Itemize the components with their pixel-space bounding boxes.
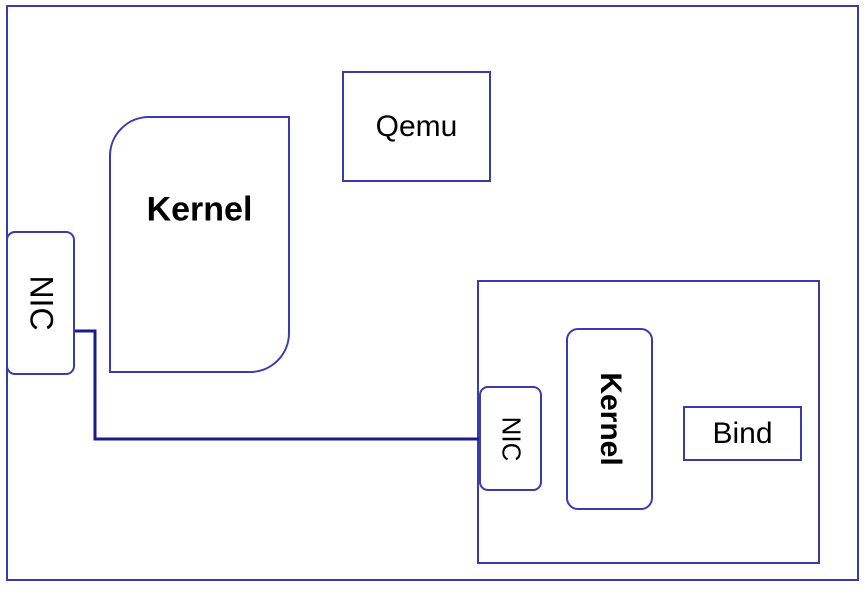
host-nic-label: NIC	[23, 275, 59, 331]
bind-label: Bind	[712, 416, 773, 450]
bind-box: Bind	[683, 406, 802, 461]
qemu-label: Qemu	[375, 109, 458, 143]
qemu-box: Qemu	[342, 71, 491, 182]
guest-nic-box: NIC	[479, 386, 542, 491]
guest-kernel-box: Kernel	[566, 328, 653, 510]
host-kernel-label: Kernel	[146, 190, 253, 229]
host-nic-box: NIC	[6, 231, 75, 375]
host-kernel-box: Kernel	[109, 116, 290, 373]
guest-kernel-label: Kernel	[593, 372, 627, 466]
guest-nic-label: NIC	[496, 416, 526, 461]
